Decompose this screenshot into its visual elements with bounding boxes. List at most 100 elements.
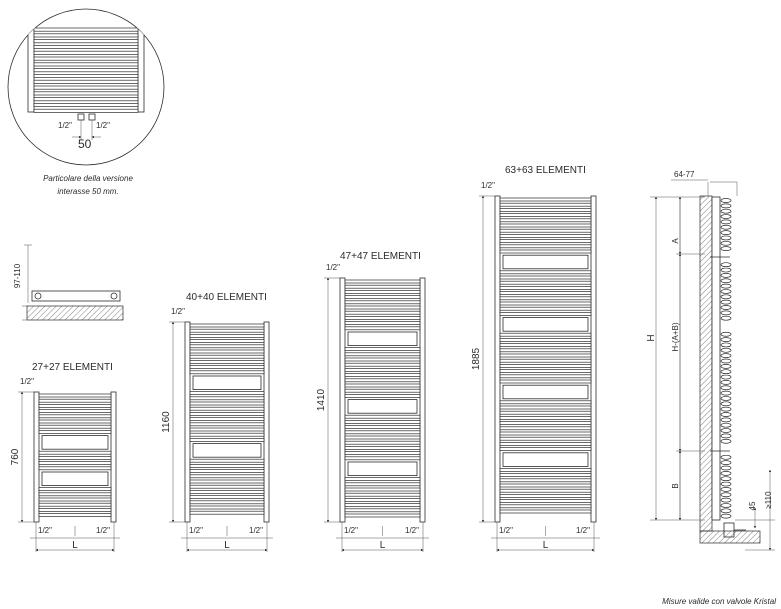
detail-pipe-right: 1/2" — [96, 121, 110, 130]
model-pipe-top: 1/2" — [171, 307, 185, 316]
side-element — [720, 476, 732, 482]
radiator-bar — [499, 202, 592, 207]
detail-bar — [33, 108, 139, 113]
side-top-dim: A — [671, 238, 680, 244]
detail-bar — [33, 91, 139, 96]
radiator-bar — [499, 400, 592, 405]
radiator-bar — [499, 426, 592, 431]
radiator-bar — [499, 306, 592, 311]
radiator-bar — [189, 479, 265, 484]
radiator-bar — [499, 416, 592, 420]
side-element — [720, 310, 732, 316]
radiator-bar — [499, 499, 592, 503]
detail-note-line2: interasse 50 mm. — [57, 187, 118, 196]
radiator-bar — [189, 328, 265, 333]
model-height: 1410 — [316, 388, 327, 411]
radiator-bar — [38, 461, 112, 465]
side-depth: 64-77 — [674, 170, 695, 179]
side-element — [720, 267, 732, 273]
side-bottom-dim: B — [671, 483, 680, 488]
radiator-bar — [499, 343, 592, 347]
radiator-bar — [189, 412, 265, 416]
collector-right — [263, 321, 270, 523]
radiator-bar — [499, 442, 592, 446]
model-width: L — [72, 540, 78, 551]
radiator-bar — [189, 354, 265, 359]
radiator-bar — [499, 312, 592, 316]
radiator-bar — [499, 478, 592, 483]
side-element — [720, 428, 732, 433]
radiator-bar — [344, 487, 421, 492]
side-element — [720, 417, 732, 423]
radiator-bar — [189, 469, 265, 473]
detail-distance: 50 — [78, 137, 92, 151]
side-element — [720, 224, 732, 230]
radiator-bar — [344, 425, 421, 429]
radiator-bar — [499, 234, 592, 238]
radiator-bar — [499, 213, 592, 217]
side-element — [720, 513, 732, 519]
side-collector — [711, 196, 721, 521]
side-element — [720, 364, 732, 369]
model-pipe-top: 1/2" — [481, 181, 495, 190]
side-element — [720, 294, 732, 300]
radiator-bar — [189, 422, 265, 427]
radiator-bar — [344, 368, 421, 372]
radiator-bar — [344, 357, 421, 362]
detail-bar — [33, 39, 139, 44]
side-element — [720, 390, 732, 396]
collector-left — [339, 277, 346, 523]
radiator-gap — [347, 399, 418, 414]
side-element — [720, 492, 732, 498]
side-floor-gap: ≥110 — [764, 491, 773, 509]
radiator-bar — [189, 401, 265, 406]
radiator-bar — [344, 420, 421, 424]
radiator-gap — [192, 375, 262, 391]
side-element — [720, 380, 732, 385]
radiator-bar — [344, 394, 421, 398]
side-element — [720, 433, 732, 439]
side-element — [720, 369, 732, 375]
model-pipe-right: 1/2" — [405, 526, 419, 535]
radiator-bar — [499, 436, 592, 441]
footer-note: Misure valide con valvole Kristal — [662, 597, 776, 606]
radiator-gap — [192, 443, 262, 458]
collector-right — [590, 195, 597, 523]
radiator-bar — [38, 502, 112, 507]
radiator-bar — [189, 391, 265, 395]
radiator-bar — [499, 338, 592, 342]
bracket-screw-right-icon — [110, 292, 118, 300]
model-pipe-top: 1/2" — [326, 263, 340, 272]
side-element — [720, 299, 732, 305]
detail-valve-right-icon — [88, 113, 96, 121]
radiator-bar — [38, 492, 112, 497]
radiator-bar — [344, 414, 421, 419]
model-pipe-left: 1/2" — [189, 526, 203, 535]
bracket-wall — [26, 305, 124, 321]
detail-circle: 1/2" 1/2" 50 — [7, 8, 165, 166]
radiator-bar — [499, 348, 592, 353]
side-middle-dim: H-(A+B) — [671, 322, 680, 351]
radiator-gap — [502, 254, 589, 270]
radiator-bar — [344, 326, 421, 331]
radiator-bar — [189, 365, 265, 369]
detail-bar — [33, 85, 139, 90]
radiator-bar — [344, 295, 421, 299]
detail-bar — [33, 62, 139, 67]
side-element — [720, 401, 732, 407]
radiator-bar — [499, 369, 592, 373]
detail-circle-outline — [7, 8, 165, 166]
radiator-bar — [189, 484, 265, 489]
side-element — [720, 262, 732, 268]
radiator-bar — [38, 404, 112, 408]
detail-bar — [33, 45, 139, 49]
radiator-bar — [38, 466, 112, 471]
radiator-bar — [189, 510, 265, 515]
radiator-bar — [189, 417, 265, 421]
detail-valve-left-icon — [77, 113, 85, 121]
radiator-bar — [38, 497, 112, 502]
side-element — [720, 208, 732, 214]
detail-collector-right — [137, 25, 145, 113]
